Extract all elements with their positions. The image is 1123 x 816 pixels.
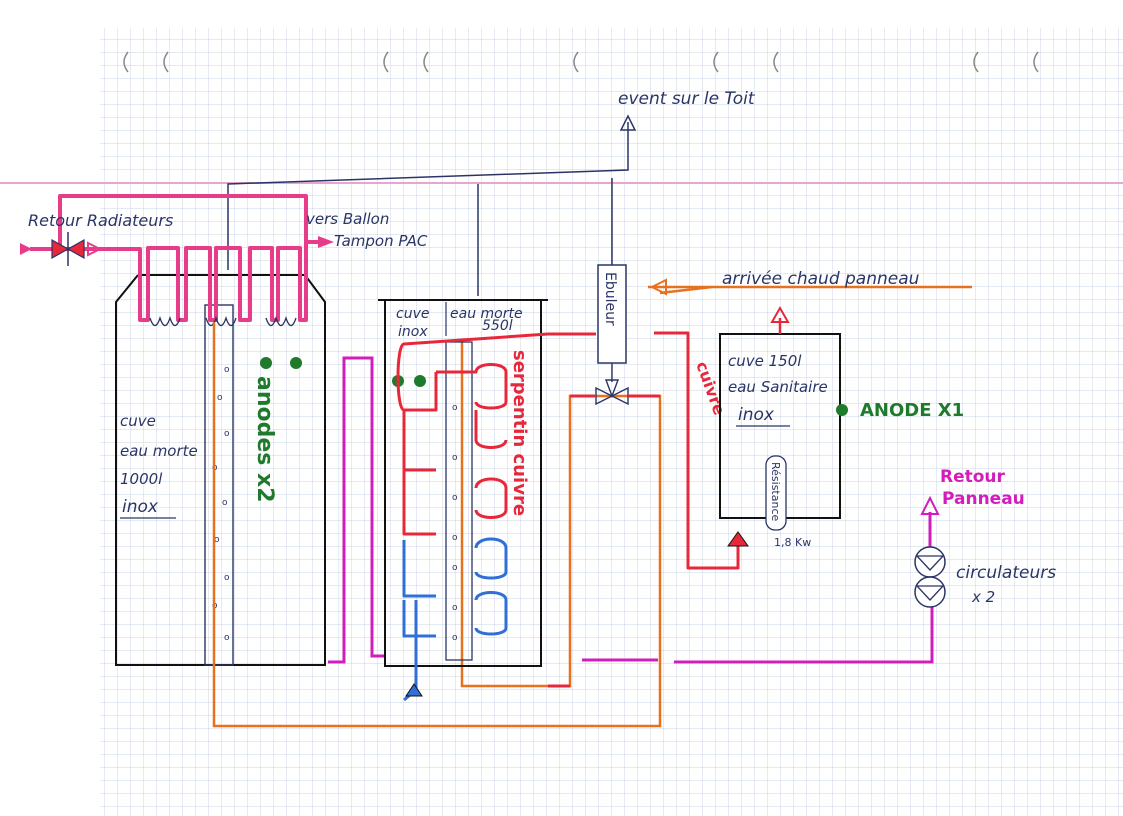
- tank2-label-3: eau morte: [450, 306, 523, 322]
- svg-text:o: o: [452, 403, 458, 413]
- svg-text:o: o: [224, 365, 230, 375]
- tank-550l: [378, 299, 548, 667]
- tank3-inlet-valve: [727, 531, 749, 547]
- tank3-anode-dot: [836, 404, 848, 416]
- svg-text:o: o: [224, 633, 230, 643]
- svg-text:o: o: [452, 493, 458, 503]
- label-retour-radiateurs: Retour Radiateurs: [28, 211, 173, 230]
- tank2-bubbler-tube: [445, 341, 473, 661]
- vent-arrow: [619, 114, 637, 131]
- tank1-label-1: cuve: [120, 412, 156, 430]
- svg-text:o: o: [217, 393, 223, 403]
- label-vers-ballon-1: vers Ballon: [306, 210, 389, 228]
- svg-text:o: o: [452, 603, 458, 613]
- radiator-exchanger: [30, 194, 318, 322]
- label-arrivee: arrivée chaud panneau: [722, 269, 920, 289]
- label-resistance-power: 1,8 Kw: [774, 536, 811, 549]
- tank1-label-4: inox: [122, 497, 159, 517]
- tank2-label-4: 550l: [482, 318, 513, 334]
- tampon-pac-arrow: [318, 236, 334, 248]
- svg-text:o: o: [452, 563, 458, 573]
- label-retour-panneau-1: Retour: [940, 467, 1006, 487]
- tank2-inlet-valve: [405, 683, 423, 697]
- tank1-anode-dots: [260, 357, 302, 369]
- orange-return-loop: [212, 285, 972, 728]
- svg-text:o: o: [224, 429, 230, 439]
- tank3-label-2: eau Sanitaire: [728, 378, 828, 396]
- label-anode-x1: ANODE X1: [860, 400, 964, 421]
- circulator-pump-1: [914, 546, 946, 578]
- label-event: event sur le Toit: [618, 89, 756, 109]
- tank3-label-1: cuve 150l: [728, 352, 802, 370]
- panel-return-arrow: [920, 495, 940, 515]
- tank1-label-3: 1000l: [120, 470, 163, 488]
- svg-text:o: o: [214, 535, 220, 545]
- radiator-inlet-arrow: [87, 241, 103, 257]
- magenta-link: [328, 356, 384, 664]
- copper-line: [548, 331, 740, 688]
- label-circulateurs-count: x 2: [971, 588, 995, 606]
- ebulleur: [597, 264, 627, 364]
- circulator-pump-2: [914, 576, 946, 608]
- svg-text:o: o: [452, 633, 458, 643]
- tank3-label-3: inox: [738, 405, 775, 425]
- label-retour-panneau-2: Panneau: [942, 489, 1025, 509]
- resistance: [765, 455, 787, 531]
- panel-return-line: [582, 512, 934, 664]
- label-serpentin: serpentin cuivre: [509, 350, 530, 516]
- serpentin-coil-hot: [396, 332, 549, 536]
- label-ebulleur: Ebuleur: [602, 272, 618, 326]
- svg-text:o: o: [452, 453, 458, 463]
- paper-grid: [100, 28, 1123, 816]
- label-circulateurs: circulateurs: [956, 563, 1056, 583]
- tank3-outlet-arrow: [770, 305, 790, 323]
- tank2-label-2: inox: [398, 324, 428, 340]
- label-vers-ballon-2: Tampon PAC: [334, 232, 428, 250]
- svg-text:o: o: [222, 498, 228, 508]
- tank2-bubbles: o o o o o o o: [452, 403, 458, 643]
- radiator-coils: [149, 315, 297, 327]
- arrivee-arrow: [649, 278, 667, 296]
- tank-1000l-bubbler-tube: [204, 304, 234, 666]
- label-resistance: Résistance: [769, 462, 782, 522]
- tank2-label-1: cuve: [396, 306, 429, 322]
- svg-text:o: o: [452, 533, 458, 543]
- binder-holes: [123, 51, 1039, 73]
- vent-pipe: [227, 122, 629, 296]
- label-anodes-x2: anodes x2: [252, 376, 277, 503]
- svg-text:o: o: [224, 573, 230, 583]
- radiator-return-valve: [20, 232, 85, 266]
- tank1-label-2: eau morte: [120, 442, 198, 460]
